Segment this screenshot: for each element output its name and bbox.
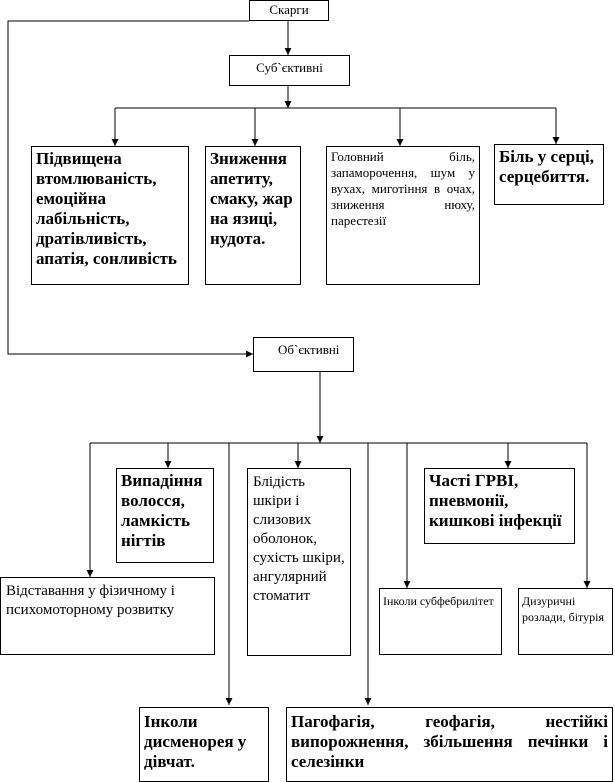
subjective-item-appetite-text: Зниження апетиту, смаку, жар на язиці, н… — [210, 149, 293, 248]
subjective-item-headache: Головний біль, запаморочення, шум у вуха… — [326, 146, 480, 285]
subjective-label: Суб`єктивні — [256, 60, 323, 75]
objective-item-pallor-text: Блідість шкіри і слизових оболонок, сухі… — [253, 474, 345, 604]
subjective-box: Суб`єктивні — [229, 55, 350, 86]
objective-item-pagophagia: Пагофагія, геофагія, нестійкі випорожнен… — [286, 707, 613, 782]
objective-item-pagophagia-text: Пагофагія, геофагія, нестійкі випорожнен… — [291, 712, 608, 771]
objective-item-hair-text: Випадіння волосся, ламкість нігтів — [121, 471, 203, 550]
subjective-item-heart: Біль у серці, серцебиття. — [494, 144, 604, 205]
objective-item-dysuric: Дизуричні розлади, бітурія — [518, 588, 613, 655]
objective-label: Об`єктивні — [278, 342, 340, 357]
objective-item-dysmenorrhea-text: Інколи дисменорея у дівчат. — [144, 712, 247, 771]
subjective-item-appetite: Зниження апетиту, смаку, жар на язиці, н… — [205, 146, 301, 285]
objective-item-infections: Часті ГРВІ, пневмонії, кишкові інфекції — [424, 468, 575, 544]
subjective-item-headache-text: Головний біль, запаморочення, шум у вуха… — [331, 149, 475, 228]
objective-item-development: Відставання у фізичному і психомоторному… — [0, 577, 215, 655]
objective-item-subfebrile: Інколи субфебрилітет — [379, 588, 502, 655]
objective-item-dysuric-text: Дизуричні розлади, бітурія — [522, 594, 604, 624]
objective-box: Об`єктивні — [253, 337, 354, 372]
complaints-box: Скарги — [249, 0, 329, 21]
objective-item-pallor: Блідість шкіри і слизових оболонок, сухі… — [247, 468, 351, 656]
objective-item-development-text: Відставання у фізичному і психомоторному… — [6, 583, 175, 618]
objective-item-hair: Випадіння волосся, ламкість нігтів — [116, 468, 214, 563]
subjective-item-heart-text: Біль у серці, серцебиття. — [499, 147, 595, 186]
complaints-label: Скарги — [269, 2, 309, 17]
subjective-item-fatigue: Підвищена втомлюваність, емоційна лабіль… — [31, 146, 189, 285]
objective-item-infections-text: Часті ГРВІ, пневмонії, кишкові інфекції — [429, 471, 562, 530]
subjective-item-fatigue-text: Підвищена втомлюваність, емоційна лабіль… — [36, 149, 177, 268]
objective-item-subfebrile-text: Інколи субфебрилітет — [383, 594, 494, 608]
objective-item-dysmenorrhea: Інколи дисменорея у дівчат. — [139, 707, 269, 782]
